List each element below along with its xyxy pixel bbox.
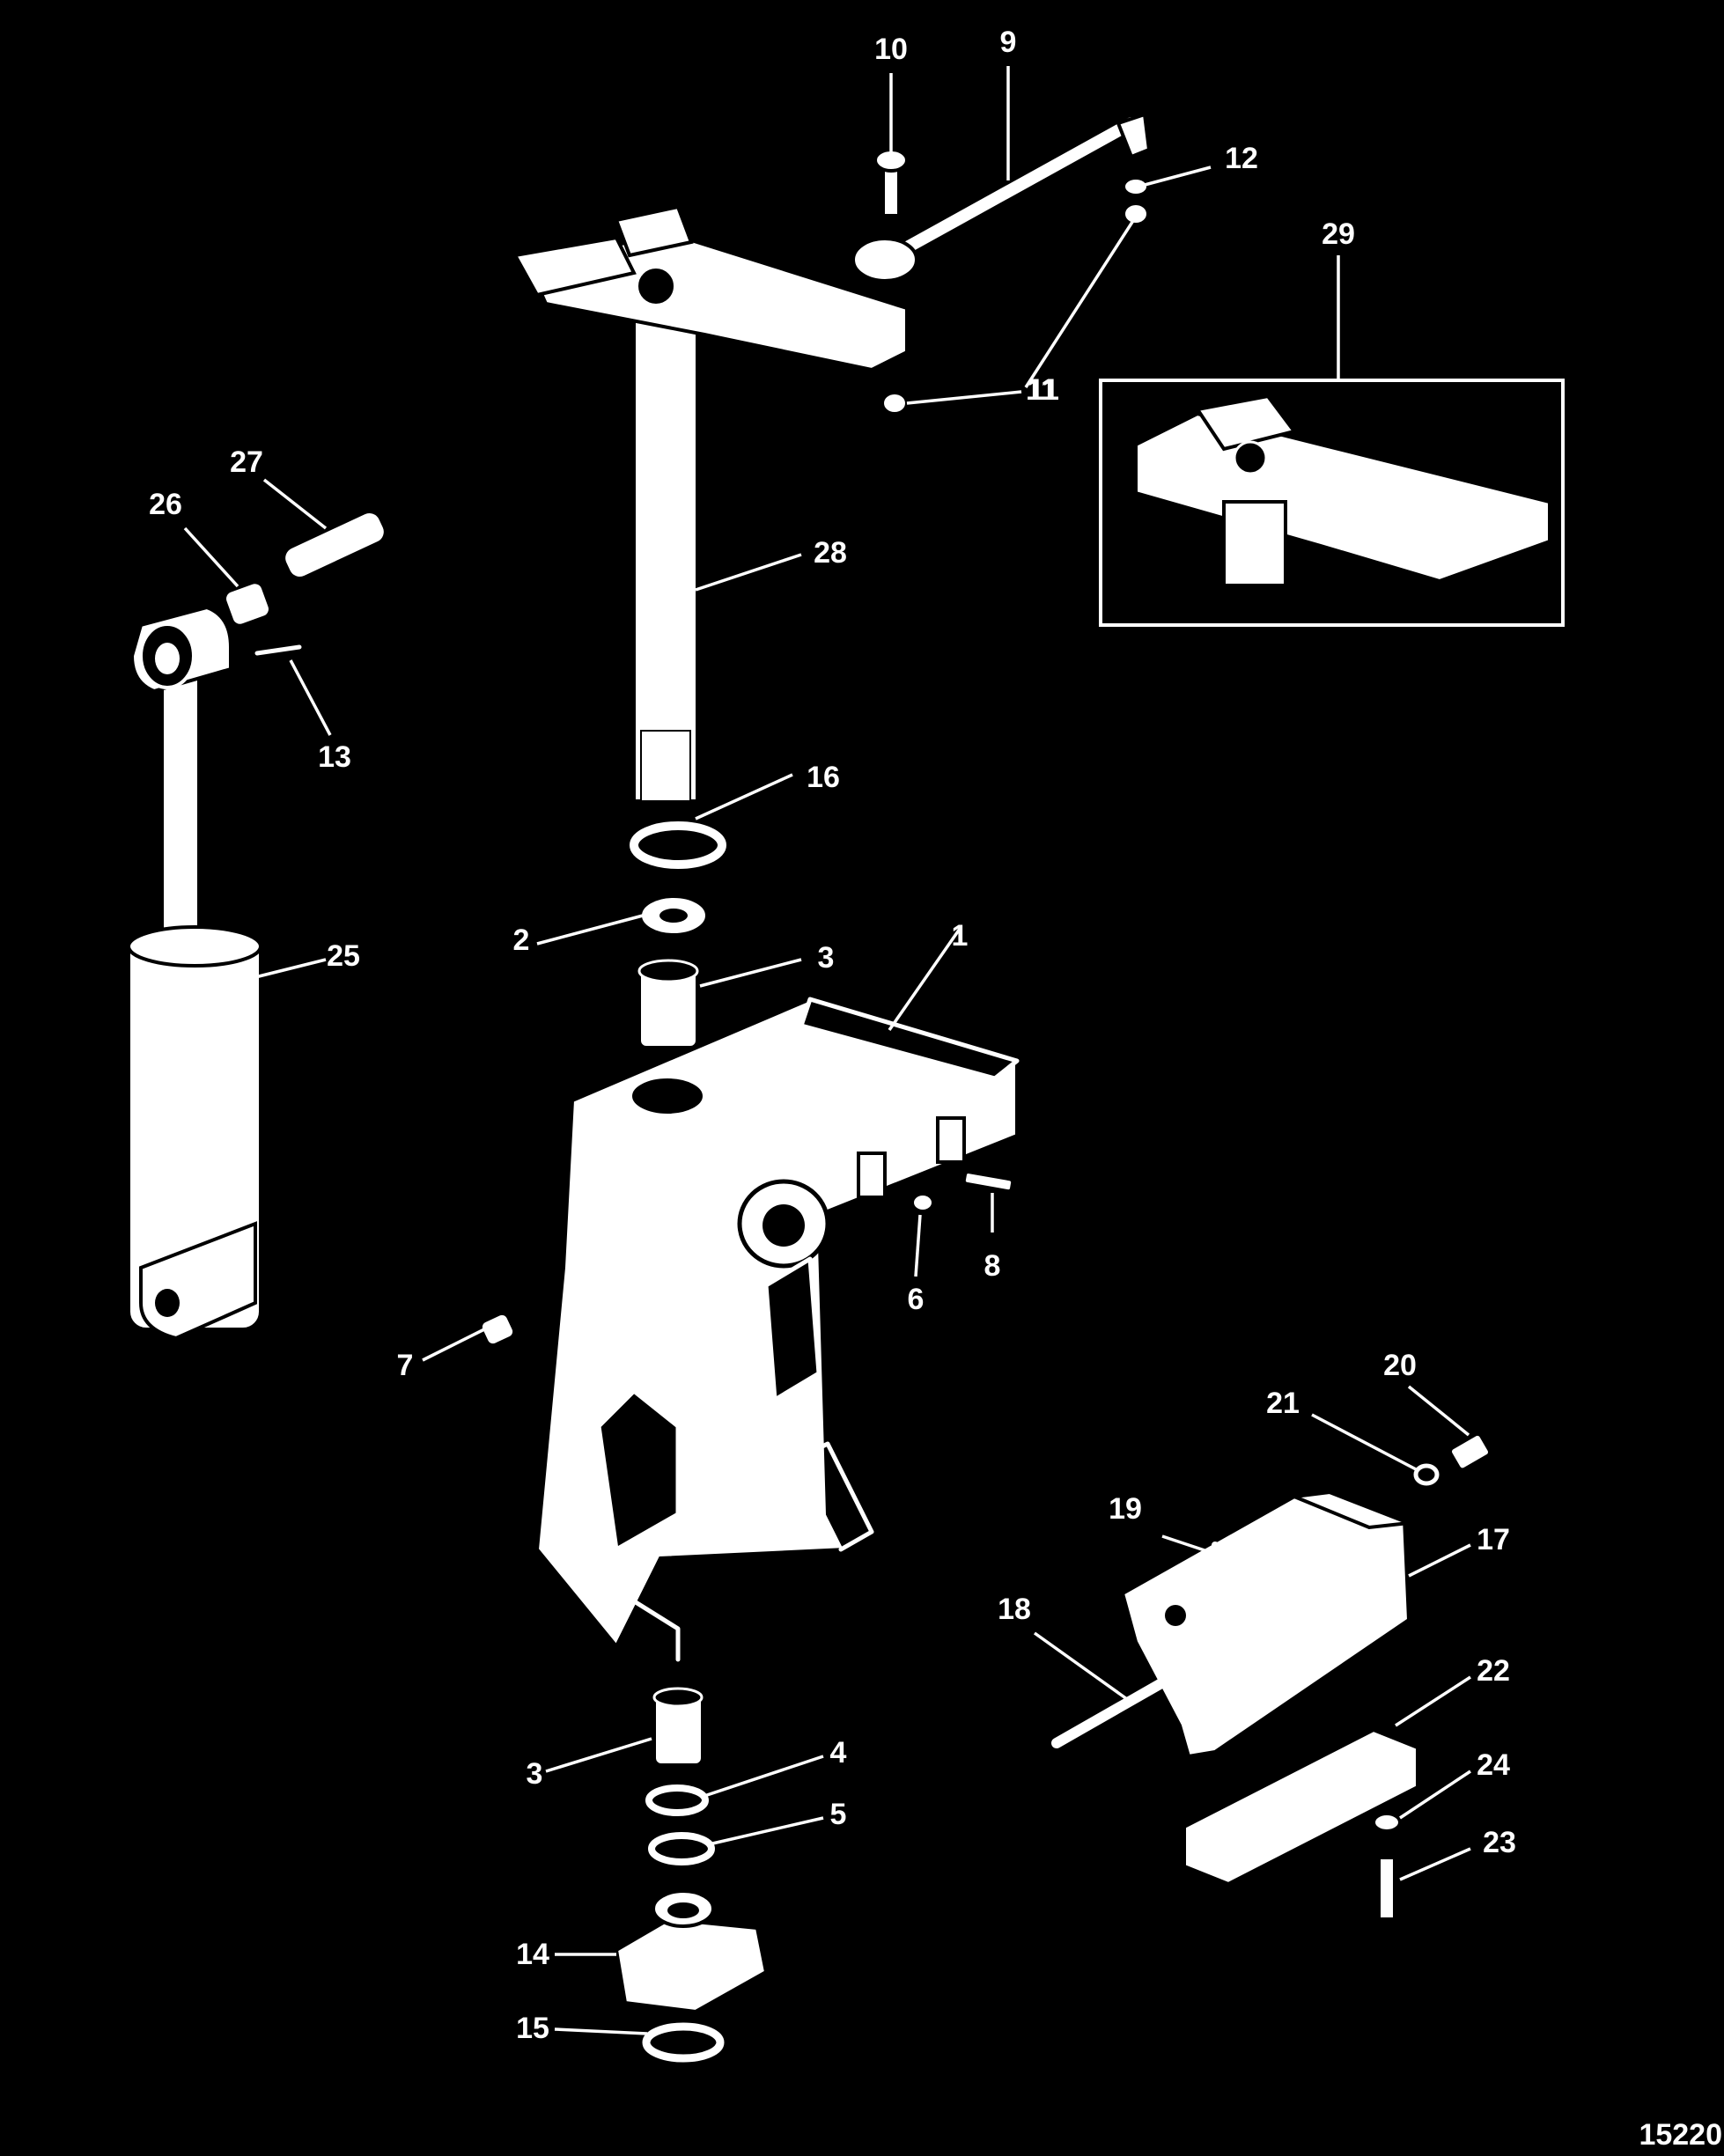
callout-label-23: 23 (1483, 1826, 1516, 1859)
callout-label-27: 27 (230, 445, 263, 479)
inset-detail-box (1099, 379, 1565, 627)
callout-label-15: 15 (516, 2012, 549, 2045)
callout-label-3: 3 (818, 941, 835, 975)
callout-label-29: 29 (1322, 217, 1355, 251)
callout-label-5: 5 (830, 1798, 847, 1831)
callout-label-13: 13 (318, 740, 351, 774)
callout-label-26: 26 (149, 488, 182, 521)
steering-cylinder-part (127, 605, 262, 1341)
mounting-bracket-assembly (1051, 1431, 1492, 1921)
bushing-and-pin-parts (223, 510, 387, 656)
callout-label-16: 16 (807, 761, 840, 794)
leader-lines (183, 66, 1471, 2035)
callout-label-17: 17 (1477, 1523, 1510, 1556)
steering-arm-part (512, 204, 909, 803)
callout-label-10: 10 (874, 33, 908, 66)
callout-label-18: 18 (998, 1593, 1031, 1626)
callout-label-8: 8 (984, 1249, 1001, 1283)
callout-label-1: 1 (952, 919, 969, 953)
callout-label-3: 3 (527, 1757, 543, 1791)
callout-label-24: 24 (1477, 1748, 1510, 1782)
callout-label-20: 20 (1383, 1349, 1417, 1382)
callout-label-11: 11 (1026, 373, 1057, 407)
washer-bushing-stack-bottom (614, 1687, 769, 2063)
callout-label-28: 28 (814, 536, 847, 570)
reference-number: 15220 (1639, 2118, 1722, 2152)
swivel-bracket-part (534, 997, 1020, 1662)
callout-label-12: 12 (1225, 142, 1258, 175)
callout-label-6: 6 (908, 1283, 925, 1316)
callout-label-9: 9 (1000, 26, 1017, 59)
callout-label-14: 14 (516, 1938, 549, 1971)
bracket-small-hardware (478, 1170, 1015, 1348)
callout-label-11: 11 (1028, 373, 1059, 407)
callout-label-4: 4 (830, 1736, 847, 1770)
callout-label-25: 25 (327, 939, 360, 973)
callout-label-2: 2 (513, 923, 530, 957)
callout-label-22: 22 (1477, 1654, 1510, 1688)
callout-label-21: 21 (1266, 1387, 1300, 1420)
part-number-labels: 1233456789101111121314151617181920212223… (149, 26, 1516, 2045)
callout-label-7: 7 (397, 1349, 414, 1382)
callout-label-19: 19 (1109, 1492, 1142, 1526)
